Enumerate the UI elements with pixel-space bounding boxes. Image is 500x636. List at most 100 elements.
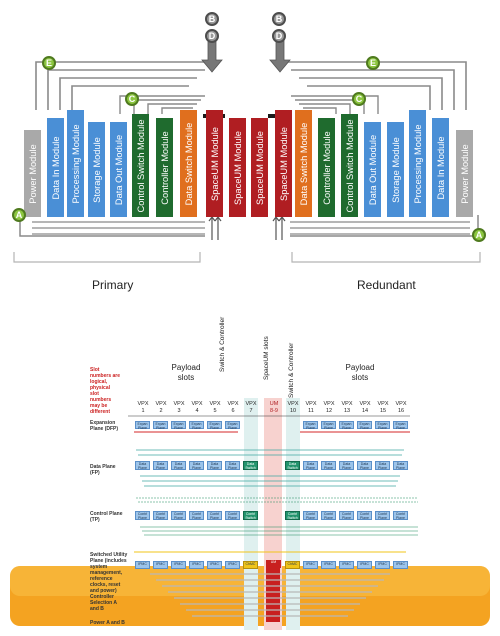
slot-number: 7 xyxy=(249,408,253,414)
slot-header: VPX xyxy=(245,401,257,407)
c-bus-line-right xyxy=(299,103,351,114)
primary-bracket xyxy=(13,252,201,263)
e-bus-line-left xyxy=(71,85,189,110)
slot-number: 8-9 xyxy=(270,408,278,414)
marker-c: C xyxy=(352,92,366,106)
arrow-down-left xyxy=(201,39,223,73)
expansion-box: Expan Plane xyxy=(303,421,318,430)
ipmc-box: IPMC xyxy=(207,561,222,569)
slot-number: 1 xyxy=(141,408,145,414)
control-plane-box: Contrl Plane xyxy=(153,511,168,520)
control-switch-box: Contrl Switch xyxy=(285,511,300,520)
module-processing-module: Processing Module xyxy=(67,110,84,217)
module-data-out-module: Data Out Module xyxy=(110,122,127,217)
expansion-box: Expan Plane xyxy=(393,421,408,430)
module-power-module: Power Module xyxy=(24,130,41,217)
data-plane-box: Data Plane xyxy=(153,461,168,470)
control-plane-box: Contrl Plane xyxy=(189,511,204,520)
marker-c: C xyxy=(125,92,139,106)
module-power-module: Power Module xyxy=(456,130,473,217)
module-storage-module: Storage Module xyxy=(387,122,404,217)
slot-header: VPX xyxy=(209,401,221,407)
switch-controller-label-1: Switch & Controller xyxy=(219,316,226,372)
payload-slots-right-label: Payload slots xyxy=(345,363,375,382)
arrow-up-left xyxy=(214,216,222,240)
ipmc-box: IPMC xyxy=(339,561,354,569)
module-spaceum-module: SpaceUM Module xyxy=(275,110,292,217)
slot-header: VPX xyxy=(395,401,407,407)
data-plane-box: Data Plane xyxy=(321,461,336,470)
marker-e: E xyxy=(42,56,56,70)
e-bus-line-right xyxy=(283,61,467,110)
ipmc-box: IPMC xyxy=(303,561,318,569)
expansion-box: Expan Plane xyxy=(189,421,204,430)
module-controller-module: Controller Module xyxy=(318,118,335,217)
controller-selection-label: Controller Selection A and B xyxy=(90,594,117,612)
data-plane-box: Data Plane xyxy=(207,461,222,470)
slot-header: VPX xyxy=(305,401,317,407)
marker-a: A xyxy=(12,208,26,222)
data-plane-box: Data Plane xyxy=(393,461,408,470)
data-plane-box: Data Plane xyxy=(189,461,204,470)
expansion-box: Expan Plane xyxy=(153,421,168,430)
data-plane-label: Data Plane (FP) xyxy=(90,464,116,476)
e-bus-line-right xyxy=(299,77,443,110)
slot-header: VPX xyxy=(173,401,185,407)
module-controller-module: Controller Module xyxy=(156,118,173,217)
control-plane-box: Contrl Plane xyxy=(393,511,408,520)
control-plane-box: Contrl Plane xyxy=(207,511,222,520)
e-bus-line-left xyxy=(59,77,197,110)
data-plane-box: Data Plane xyxy=(375,461,390,470)
expansion-box: Expan Plane xyxy=(321,421,336,430)
arrow-down-right xyxy=(269,39,291,73)
c-bus-line-right xyxy=(291,95,379,114)
ipmc-box: IPMC xyxy=(375,561,390,569)
module-processing-module: Processing Module xyxy=(409,110,426,217)
control-plane-box: Contrl Plane xyxy=(135,511,150,520)
slot-header: VPX xyxy=(377,401,389,407)
expansion-box: Expan Plane xyxy=(135,421,150,430)
slot-header: UM xyxy=(269,401,279,407)
slot-note: Slot numbers are logical, physical slot … xyxy=(90,367,121,415)
marker-d: D xyxy=(272,29,286,43)
data-plane-box: Data Plane xyxy=(225,461,240,470)
arrow-up-left xyxy=(208,216,216,240)
e-bus-line-left xyxy=(35,61,213,110)
ipmc-box: IPMC xyxy=(135,561,150,569)
control-plane-box: Contrl Plane xyxy=(375,511,390,520)
data-switch-box: Data Switch xyxy=(243,461,258,470)
module-spaceum-module: SpaceUM Module xyxy=(206,110,223,217)
primary-label: Primary xyxy=(92,278,134,292)
a-line-left xyxy=(19,215,205,237)
payload-slots-left-label: Payload slots xyxy=(171,363,201,382)
e-bus-line-right xyxy=(291,69,455,110)
slot-number: 14 xyxy=(361,408,369,414)
module-data-in-module: Data In Module xyxy=(432,118,449,217)
control-plane-box: Contrl Plane xyxy=(225,511,240,520)
module-spaceum-module: SpaceUM Module xyxy=(251,118,268,217)
ipmc-box: IPMC xyxy=(189,561,204,569)
slot-number: 11 xyxy=(308,408,314,414)
expansion-box: Expan Plane xyxy=(171,421,186,430)
expansion-box: Expan Plane xyxy=(225,421,240,430)
c-bus-line-right xyxy=(303,107,337,114)
slot-header: VPX xyxy=(137,401,149,407)
arrow-up-right xyxy=(278,216,286,240)
switch-controller-label-2: Switch & Controller xyxy=(288,342,295,398)
marker-d: D xyxy=(205,29,219,43)
slot-number: 4 xyxy=(195,408,199,414)
slot-header: VPX xyxy=(155,401,167,407)
e-bus-line-left xyxy=(47,69,205,110)
slot-number: 12 xyxy=(325,408,333,414)
control-plane-box: Contrl Plane xyxy=(357,511,372,520)
expansion-box: Expan Plane xyxy=(207,421,222,430)
marker-b: B xyxy=(205,12,219,26)
ipmc-box: IPMC xyxy=(153,561,168,569)
e-bus-line-right xyxy=(307,85,431,110)
slot-header: VPX xyxy=(287,401,299,407)
marker-b: B xyxy=(272,12,286,26)
c-bus-line-left xyxy=(119,95,205,114)
module-spaceum-module: SpaceUM Module xyxy=(229,118,246,217)
module-data-in-module: Data In Module xyxy=(47,118,64,217)
ipmc-box: IPMC xyxy=(321,561,336,569)
